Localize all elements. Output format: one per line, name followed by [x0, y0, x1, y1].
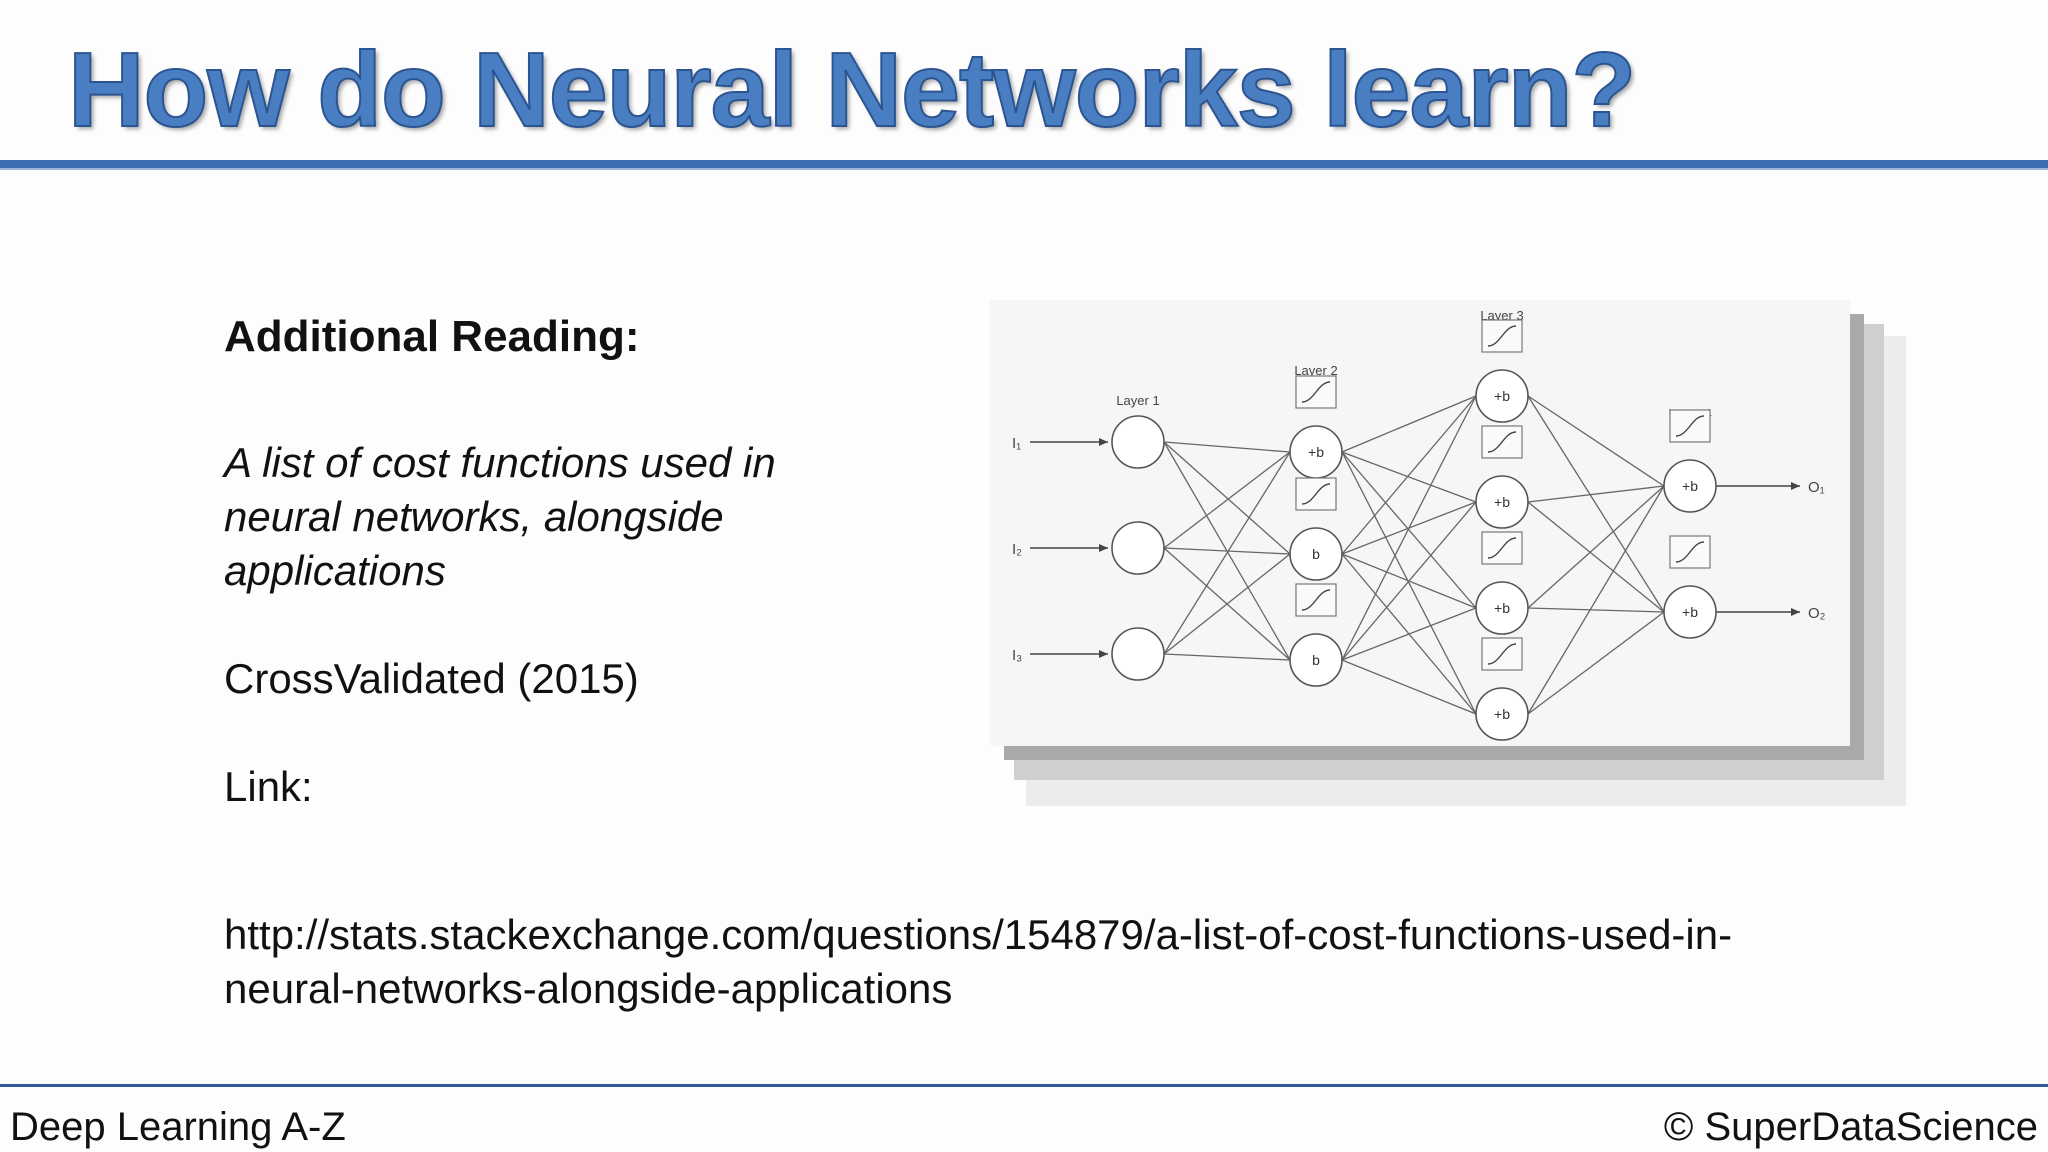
neuron-bias-label: +b [1494, 706, 1510, 722]
article-source: CrossValidated (2015) [224, 655, 639, 702]
sigmoid-curve [1487, 431, 1517, 453]
article-title: A list of cost functions used in neural … [224, 439, 776, 594]
neuron-bias-label: +b [1494, 388, 1510, 404]
connection-line [1527, 485, 1665, 609]
copyright: © SuperDataScience [1663, 1105, 2038, 1149]
neuron-node [1475, 687, 1529, 741]
sigmoid-curve [1487, 643, 1517, 665]
network-diagram: I₁ I₂ I₃ O₁ O₂ Layer 1 Layer 2 +b b b Layer 3 +b +b +… [1012, 308, 1826, 741]
connection-line [1527, 395, 1665, 613]
output-arrowhead [1791, 608, 1800, 616]
layer-label: Layer 3 [1480, 308, 1523, 323]
title-divider [0, 160, 2048, 168]
neuron-bias-label: +b [1494, 600, 1510, 616]
layer-label: Layer 2 [1294, 363, 1337, 378]
input-label: I₃ [1012, 647, 1022, 664]
input-label: I₂ [1012, 541, 1022, 558]
connection-line [1527, 485, 1665, 503]
additional-reading-heading: Additional Reading: [224, 312, 640, 361]
connection-line [1163, 441, 1291, 453]
connection-line [1341, 395, 1477, 555]
neuron-bias-label: +b [1682, 478, 1698, 494]
title-divider-accent [0, 168, 2048, 170]
connection-line [1163, 441, 1291, 555]
neuron-node [1475, 475, 1529, 529]
connection-line [1527, 607, 1665, 613]
slide-title: How do Neural Networks learn? [67, 30, 1637, 150]
sigmoid-curve [1675, 415, 1705, 437]
output-label: O₂ [1808, 605, 1826, 622]
connection-line [1163, 547, 1291, 555]
output-label: O₁ [1808, 479, 1825, 496]
neural-network-figure: I₁ I₂ I₃ O₁ O₂ Layer 1 Layer 2 +b b b Layer 3 +b +b +… [990, 300, 1910, 808]
connection-line [1163, 451, 1291, 549]
neuron-node [1289, 633, 1343, 687]
neuron-node [1111, 415, 1165, 469]
neuron-bias-label: +b [1494, 494, 1510, 510]
connection-line [1341, 395, 1477, 453]
neuron-node [1111, 627, 1165, 681]
connection-line [1341, 451, 1477, 503]
neuron-node [1111, 521, 1165, 575]
sigmoid-curve [1301, 589, 1331, 611]
output-arrowhead [1791, 482, 1800, 490]
connection-line [1341, 607, 1477, 661]
connection-line [1527, 395, 1665, 487]
layer-label: Layer 1 [1116, 393, 1159, 408]
neuron-node [1475, 581, 1529, 635]
input-label: I₁ [1012, 435, 1021, 452]
connection-line [1341, 395, 1477, 661]
figure-canvas: I₁ I₂ I₃ O₁ O₂ Layer 1 Layer 2 +b b b Layer 3 +b +b +… [990, 300, 1850, 746]
input-arrowhead [1099, 650, 1108, 658]
course-name: Deep Learning A-Z [10, 1105, 346, 1149]
sigmoid-curve [1301, 381, 1331, 403]
neuron-bias-label: b [1312, 546, 1320, 562]
connection-line [1341, 659, 1477, 715]
connection-line [1341, 501, 1477, 661]
input-arrowhead [1099, 544, 1108, 552]
footer-divider [0, 1084, 2048, 1087]
neuron-node [1475, 369, 1529, 423]
connection-line [1527, 611, 1665, 715]
neuron-node [1289, 527, 1343, 581]
input-arrowhead [1099, 438, 1108, 446]
neuron-node [1663, 585, 1717, 639]
connection-line [1341, 451, 1477, 609]
sigmoid-curve [1301, 483, 1331, 505]
connection-line [1341, 451, 1477, 715]
neuron-node [1663, 459, 1717, 513]
connection-line [1527, 501, 1665, 613]
connection-line [1163, 653, 1291, 661]
link-label: Link: [224, 763, 313, 810]
connection-line [1163, 553, 1291, 655]
sigmoid-curve [1487, 325, 1517, 347]
article-url[interactable]: http://stats.stackexchange.com/questions… [224, 911, 1733, 1012]
sigmoid-curve [1675, 541, 1705, 563]
neuron-bias-label: +b [1682, 604, 1698, 620]
neuron-bias-label: b [1312, 652, 1320, 668]
neuron-bias-label: +b [1308, 444, 1324, 460]
connection-line [1163, 451, 1291, 655]
connection-line [1527, 485, 1665, 715]
sigmoid-curve [1487, 537, 1517, 559]
